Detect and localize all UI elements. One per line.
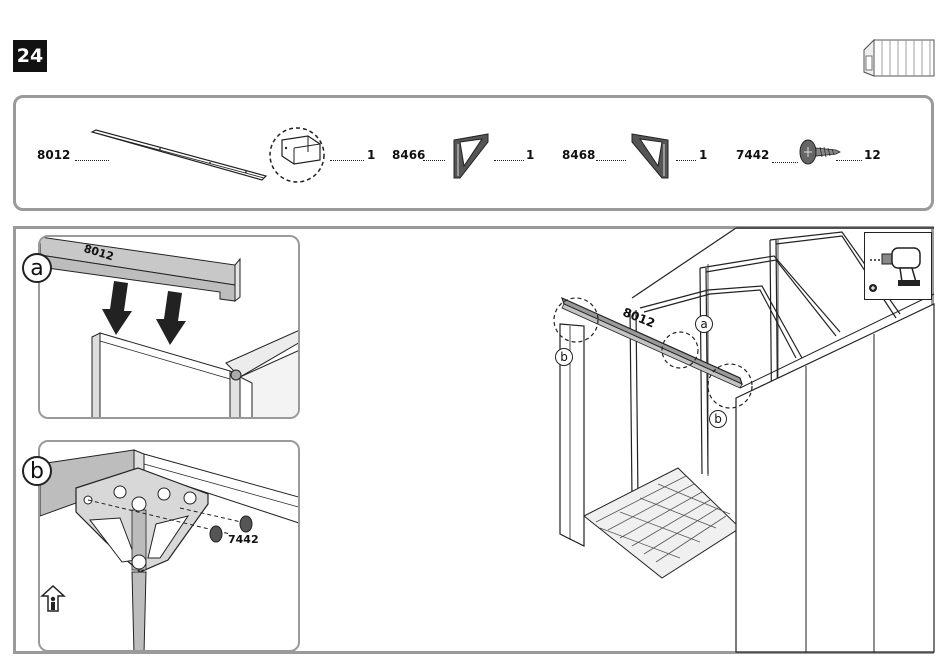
- part-leader: [676, 160, 696, 161]
- part-code-8012: 8012: [37, 148, 70, 162]
- part-qty-8012: 1: [367, 148, 375, 162]
- beam-8012-icon: [90, 128, 270, 183]
- part-qty-7442: 12: [864, 148, 881, 162]
- part-leader: [494, 160, 524, 161]
- detail-a-callout: a: [22, 253, 52, 283]
- detail-a-drawing: [40, 237, 300, 419]
- main-callout-b-right: b: [709, 410, 727, 428]
- shed-thumbnail-icon: [862, 36, 936, 78]
- beam-end-detail-circle-icon: [268, 126, 326, 184]
- detail-b-callout: b: [22, 456, 52, 486]
- person-arrow-icon: [40, 584, 66, 612]
- part-leader: [836, 160, 862, 161]
- part-leader: [423, 160, 445, 161]
- part-code-8468: 8468: [562, 148, 595, 162]
- part-leader: [772, 162, 798, 163]
- part-code-8466: 8466: [392, 148, 425, 162]
- part-code-7442: 7442: [736, 148, 769, 162]
- detail-a-panel: [38, 235, 300, 419]
- bracket-8466-icon: [450, 132, 492, 180]
- part-leader: [330, 160, 364, 161]
- part-qty-8468: 1: [699, 148, 707, 162]
- main-callout-a: a: [695, 315, 713, 333]
- part-qty-8466: 1: [526, 148, 534, 162]
- detail-b-screw-label: 7442: [228, 533, 259, 546]
- step-number-badge: 24: [13, 40, 47, 72]
- screw-7442-icon: [798, 138, 842, 168]
- detail-b-drawing: [40, 442, 300, 652]
- main-callout-b-left: b: [555, 348, 573, 366]
- bracket-8468-icon: [630, 132, 672, 180]
- part-leader: [596, 160, 626, 161]
- detail-b-panel: [38, 440, 300, 652]
- power-drill-icon: [866, 236, 928, 294]
